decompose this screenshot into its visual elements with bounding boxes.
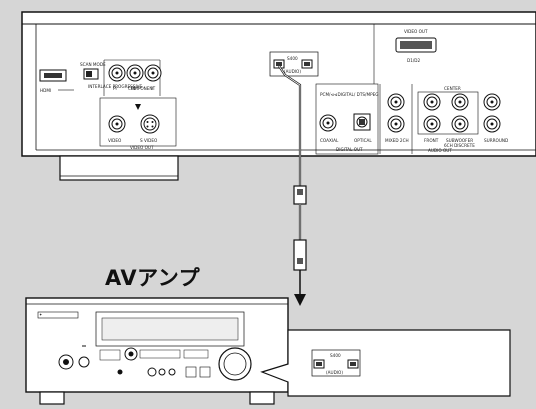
- amp-power-knob: [58, 354, 74, 370]
- center-jack-right: [451, 93, 469, 111]
- s-video-jack: [140, 114, 160, 134]
- component-pb-jack: [126, 64, 144, 82]
- video-label: VIDEO: [108, 138, 122, 143]
- s400-audio-label: (AUDIO): [284, 69, 301, 74]
- amp-brand-logo: ✦: [39, 312, 43, 317]
- amp-s400-callout: S400 (AUDIO): [260, 329, 511, 397]
- pr-label: Pr: [113, 86, 117, 91]
- center-label: CENTER: [444, 86, 461, 91]
- av-amplifier: ✦: [25, 297, 289, 405]
- 6ch-discrete-label: 6CH DISCRETE: [444, 143, 475, 148]
- component-label: COMPONENT: [128, 86, 156, 91]
- subwoofer-jack: [451, 115, 469, 133]
- front-label: FRONT: [424, 138, 439, 143]
- mixed-2ch-jack-lower: [387, 115, 405, 133]
- s-video-label: S VIDEO: [140, 138, 158, 143]
- surround-label: SURROUND: [484, 138, 508, 143]
- digital-out-label: DIGITAL OUT: [336, 147, 363, 152]
- arrow-down-icon: [294, 294, 306, 306]
- coaxial-label: COAXIAL: [320, 138, 339, 143]
- amp-title: AVアンプ: [105, 266, 201, 290]
- optical-jack: [353, 113, 371, 131]
- scan-mode-label: SCAN MODE: [80, 62, 106, 67]
- surround-jack-lower: [483, 115, 501, 133]
- amp-volume-knob: [218, 347, 252, 381]
- interlace-progressive-label: INTERLACE PROGRESSIVE: [88, 84, 143, 89]
- amp-s400-label: S400: [330, 353, 341, 358]
- amp-s400-audio-label: (AUDIO): [326, 370, 343, 375]
- ilink-cable: [278, 65, 307, 306]
- y-label: Y: [150, 86, 154, 91]
- video-out-right-label: VIDEO OUT: [404, 29, 428, 34]
- video-out-left-label: VIDEO OUT: [130, 145, 154, 150]
- video-jack: [108, 115, 126, 133]
- hdmi-label: HDMI: [40, 88, 51, 93]
- subwoofer-label: SUBWOOFER: [446, 138, 473, 143]
- digital-heading: PCM/⊲⊲DIGITAL/ DTS/MPEG: [320, 92, 378, 97]
- component-y-jack: [144, 64, 162, 82]
- audio-out-label: AUDIO OUT: [428, 148, 452, 153]
- mixed-2ch-jack-upper: [387, 93, 405, 111]
- front-jack: [423, 115, 441, 133]
- component-pr-jack: [108, 64, 126, 82]
- amp-input-knob: [124, 347, 138, 361]
- surround-jack-upper: [483, 93, 501, 111]
- d1d2-label: D1/D2: [407, 58, 421, 63]
- optical-label: OPTICAL: [354, 138, 372, 143]
- player-rear-panel: HDMI SCAN MODE INTERLACE PROGRESSIVE Pr …: [21, 11, 536, 181]
- coaxial-jack: [319, 114, 337, 132]
- center-jack-left: [423, 93, 441, 111]
- s400-label: S400: [287, 56, 298, 61]
- cable-plug-bottom: [293, 239, 307, 271]
- mixed-2ch-label: MIXED 2CH: [385, 138, 409, 143]
- amp-small-knob: [78, 356, 90, 368]
- pb-label: Pb: [131, 86, 137, 91]
